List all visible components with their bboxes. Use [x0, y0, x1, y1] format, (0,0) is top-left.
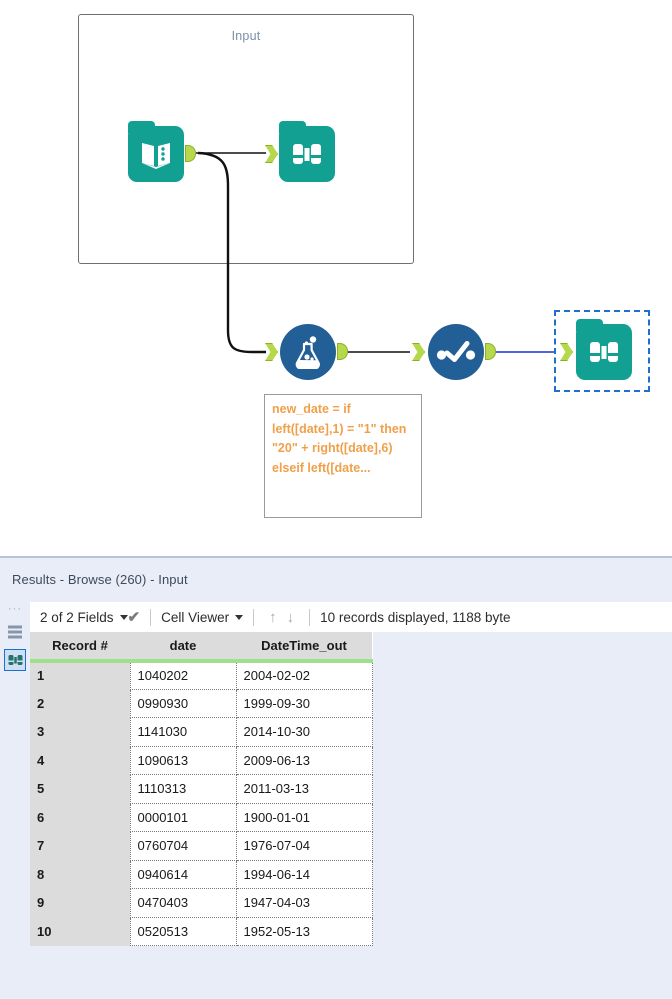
- arrow-down-icon[interactable]: ↓: [286, 608, 295, 626]
- output-anchor[interactable]: [485, 343, 496, 360]
- cell-record-number: 1: [30, 660, 130, 689]
- cell-record-number: 3: [30, 717, 130, 746]
- column-header-record[interactable]: Record #: [30, 632, 130, 663]
- cell-date[interactable]: 0520513: [129, 917, 237, 946]
- results-toolbar: 2 of 2 Fields ✔ Cell Viewer ↑ ↓ 10 recor…: [30, 602, 672, 632]
- output-anchor[interactable]: [185, 145, 196, 162]
- cell-record-number: 7: [30, 831, 130, 860]
- cell-datetime-out[interactable]: 2004-02-02: [235, 660, 373, 690]
- datetime-icon: [428, 324, 484, 380]
- chevron-down-icon[interactable]: [119, 614, 128, 620]
- cell-record-number: 2: [30, 689, 130, 718]
- output-anchor[interactable]: [337, 343, 348, 360]
- records-status: 10 records displayed, 1188 byte: [320, 609, 511, 625]
- list-icon-glyph: [8, 625, 22, 639]
- cell-datetime-out[interactable]: 1952-05-13: [235, 917, 373, 946]
- connector-lines: [196, 151, 556, 354]
- cell-datetime-out[interactable]: 1900-01-01: [235, 803, 373, 832]
- results-side-rail: ···: [0, 602, 30, 999]
- cell-datetime-out[interactable]: 1976-07-04: [235, 831, 373, 861]
- input-data-tool[interactable]: [128, 121, 196, 182]
- results-panel: Results - Browse (260) - Input ···: [0, 556, 672, 999]
- cell-date[interactable]: 0760704: [129, 831, 237, 861]
- cell-date[interactable]: 1040202: [129, 660, 237, 690]
- browse-icon: [279, 121, 335, 182]
- binoculars-icon: [590, 342, 618, 362]
- cell-record-number: 4: [30, 746, 130, 775]
- list-icon[interactable]: [4, 621, 26, 643]
- book-icon: [142, 143, 170, 169]
- cell-datetime-out[interactable]: 2011-03-13: [235, 774, 373, 804]
- tool-container-label: Input: [231, 29, 261, 43]
- chevron-down-icon[interactable]: [235, 614, 244, 620]
- fields-selector[interactable]: 2 of 2 Fields: [40, 610, 128, 625]
- cell-date[interactable]: 0000101: [129, 803, 237, 832]
- cell-viewer-label: Cell Viewer: [161, 609, 230, 625]
- toolbar-divider: [253, 608, 255, 626]
- arrow-up-icon[interactable]: ↑: [269, 608, 277, 626]
- drag-handle-dots[interactable]: ···: [8, 603, 22, 615]
- cell-record-number: 9: [30, 888, 130, 917]
- datetime-tool[interactable]: [412, 324, 496, 380]
- cell-record-number: 5: [30, 774, 130, 803]
- browse-icon: [576, 319, 632, 380]
- datetime-icon-glyph: [436, 341, 476, 362]
- flask-icon: [295, 336, 320, 369]
- browse-results-icon[interactable]: [4, 649, 26, 671]
- cell-date[interactable]: 1141030: [129, 717, 237, 747]
- tool-container-input[interactable]: Input: [78, 14, 414, 264]
- results-body: ···: [0, 602, 672, 999]
- cell-date[interactable]: 0940614: [129, 860, 237, 889]
- cell-date[interactable]: 1110313: [129, 774, 237, 804]
- formula-icon: [280, 324, 336, 380]
- workflow-canvas[interactable]: Input: [0, 0, 672, 556]
- table-header-row: Record # date DateTime_out: [30, 632, 372, 663]
- toolbar-divider: [150, 608, 152, 626]
- cell-record-number: 8: [30, 860, 130, 889]
- cell-datetime-out[interactable]: 1999-09-30: [235, 689, 373, 718]
- checkmark-icon[interactable]: ✔: [127, 609, 141, 626]
- cell-record-number: 10: [30, 917, 130, 946]
- results-main: 2 of 2 Fields ✔ Cell Viewer ↑ ↓ 10 recor…: [30, 602, 672, 999]
- fields-label: 2 of 2 Fields: [40, 609, 114, 625]
- cell-record-number: 6: [30, 803, 130, 832]
- cell-date[interactable]: 1090613: [129, 746, 237, 775]
- column-header-datetime-out[interactable]: DateTime_out: [236, 632, 372, 663]
- toolbar-divider: [309, 608, 311, 626]
- cell-date[interactable]: 0990930: [129, 689, 237, 718]
- binoculars-icon: [8, 655, 22, 665]
- cell-date[interactable]: 0470403: [129, 888, 237, 918]
- browse-tool-top[interactable]: [265, 121, 335, 182]
- results-title: Results - Browse (260) - Input: [0, 558, 672, 602]
- binoculars-icon: [293, 144, 321, 164]
- cell-datetime-out[interactable]: 1947-04-03: [235, 888, 373, 918]
- cell-viewer-selector[interactable]: Cell Viewer: [161, 609, 244, 625]
- browse-tool-selected[interactable]: [560, 319, 632, 380]
- cell-datetime-out[interactable]: 2014-10-30: [235, 717, 373, 747]
- input-data-icon: [128, 121, 184, 182]
- column-header-date[interactable]: date: [130, 632, 236, 663]
- formula-annotation: new_date = if left([date],1) = "1" then …: [264, 394, 422, 518]
- selection-highlight: [554, 310, 650, 392]
- formula-tool[interactable]: [265, 324, 348, 380]
- cell-datetime-out[interactable]: 1994-06-14: [235, 860, 373, 889]
- cell-datetime-out[interactable]: 2009-06-13: [235, 746, 373, 775]
